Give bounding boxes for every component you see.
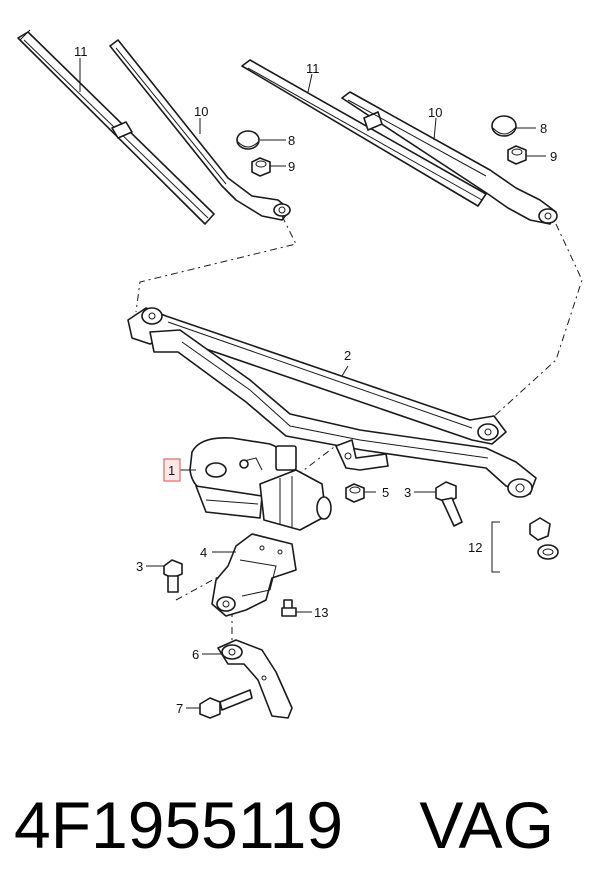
callout-6: 6	[192, 647, 199, 662]
left-wiper-arm	[109, 39, 291, 221]
bolt-3-left	[163, 559, 183, 593]
callout-2: 2	[344, 348, 351, 363]
callout-9-left: 9	[288, 159, 295, 174]
callout-labels: 11 10 8 9 11 10 8 9 2 1 3 5 12 4 3 13 6 …	[74, 44, 557, 716]
right-arm-cap	[491, 115, 517, 137]
callout-13: 13	[314, 605, 328, 620]
part-number: 4F1955119	[14, 788, 344, 862]
right-arm-nut	[507, 145, 527, 165]
lower-bracket	[217, 639, 293, 719]
callout-8-left: 8	[288, 133, 295, 148]
callout-3-left: 3	[136, 559, 143, 574]
callout-1: 1	[168, 463, 175, 478]
left-arm-nut	[251, 157, 271, 177]
highlight-box-1	[163, 458, 181, 482]
callout-10-right: 10	[428, 105, 442, 120]
motor-mounting-bracket	[211, 533, 297, 617]
callout-8-right: 8	[540, 121, 547, 136]
right-wiper-arm	[341, 91, 558, 225]
left-arm-cap	[236, 130, 260, 150]
wiper-motor	[189, 436, 332, 531]
nut-5	[345, 483, 365, 503]
bolt-7	[199, 689, 253, 719]
bolt-3-right	[435, 481, 463, 527]
callout-5: 5	[382, 485, 389, 500]
wiper-system-exploded-diagram: 11 10 8 9 11 10 8 9 2 1 3 5 12 4 3 13 6 …	[17, 29, 583, 719]
wiper-linkage	[127, 307, 537, 498]
callout-10-left: 10	[194, 104, 208, 119]
nuts-12	[491, 517, 559, 573]
callout-11-left: 11	[74, 44, 88, 59]
bolt-13	[281, 599, 297, 617]
leader-lines	[79, 58, 546, 709]
callout-11-right: 11	[306, 61, 320, 76]
callout-9-right: 9	[550, 149, 557, 164]
callout-12: 12	[468, 540, 482, 555]
callout-3-right: 3	[404, 485, 411, 500]
callout-7: 7	[176, 701, 183, 716]
brand-name: VAG	[419, 788, 554, 862]
callout-4: 4	[200, 545, 207, 560]
right-wiper-blade	[241, 59, 487, 207]
left-wiper-blade	[17, 29, 215, 225]
footer-caption: 4F1955119 VAG	[14, 780, 594, 870]
